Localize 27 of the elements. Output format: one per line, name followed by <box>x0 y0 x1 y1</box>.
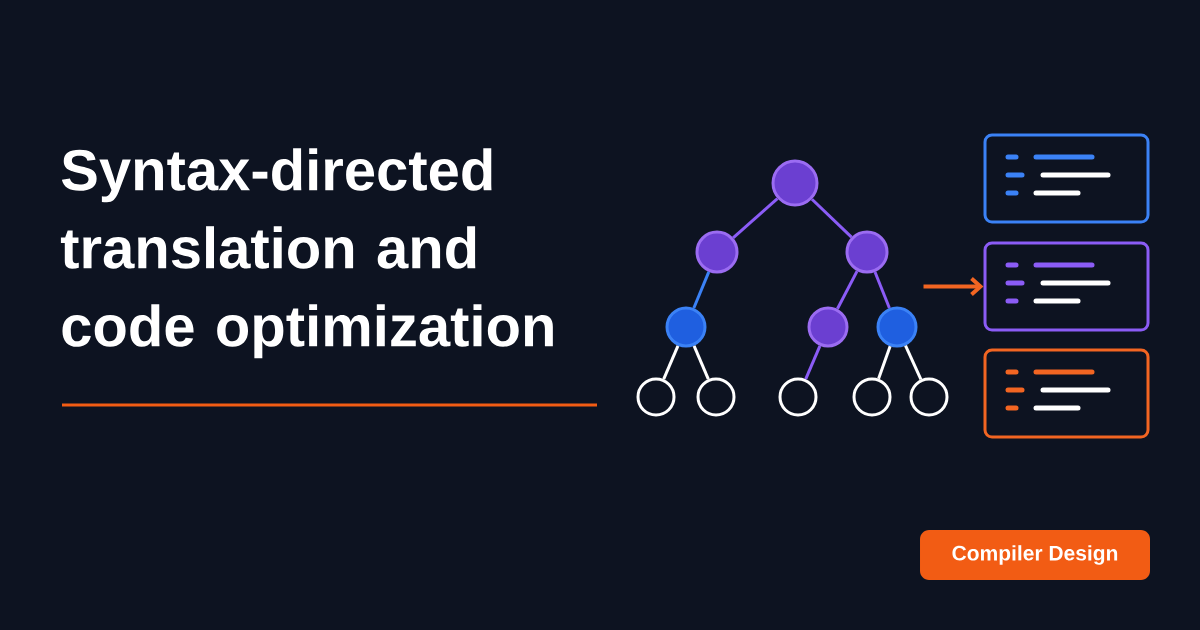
tree-branch <box>877 345 892 380</box>
tree-node-circle <box>636 377 676 417</box>
tree-node-circle <box>845 230 889 274</box>
title: Syntax-directed translation and code optimization <box>60 148 553 359</box>
tree-branch <box>692 345 710 380</box>
tree-branch <box>810 198 853 239</box>
tree-node-circle <box>665 306 707 348</box>
tree-node-circle <box>909 377 949 417</box>
tree-branch <box>873 271 891 309</box>
tree-branch <box>804 345 822 380</box>
tree-branch <box>732 197 779 239</box>
tree-node-circle <box>696 377 736 417</box>
tree-branch <box>692 271 711 309</box>
tree-branch <box>836 270 859 310</box>
code-card <box>983 241 1150 332</box>
tree-node-circle <box>876 306 918 348</box>
tree-node-circle <box>771 159 819 207</box>
tree-node-circle <box>695 230 739 274</box>
code-card <box>983 133 1150 224</box>
tree-branch <box>904 345 923 380</box>
tree-node-circle <box>778 377 818 417</box>
tree-node-circle <box>807 306 849 348</box>
code-card <box>983 348 1150 439</box>
tree-branch <box>662 345 680 380</box>
tree-node-circle <box>852 377 892 417</box>
category-badge: Compiler Design <box>920 530 1150 580</box>
arrow <box>923 277 984 296</box>
